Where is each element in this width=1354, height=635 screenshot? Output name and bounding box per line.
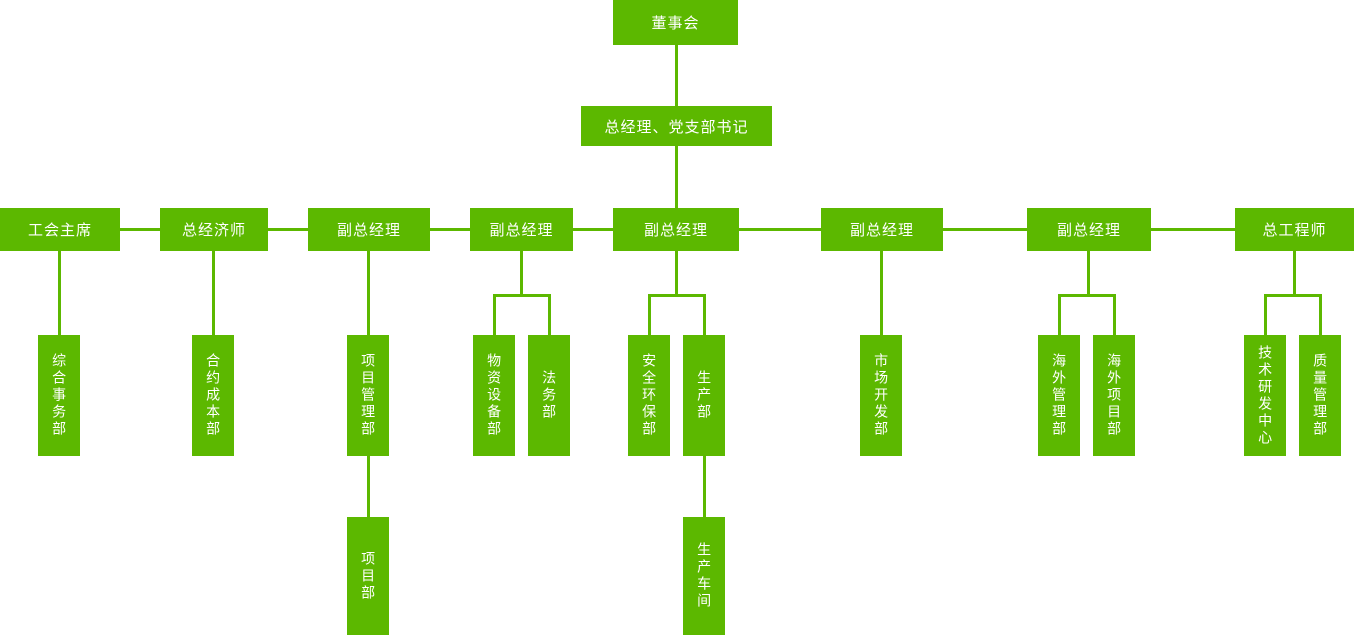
node-deputy-gm-1-label: 副总经理 — [336, 222, 401, 239]
connector-chiefeng-drop — [1293, 251, 1296, 295]
node-dept-safety-environment-label: 安全环保部 — [641, 353, 658, 438]
node-dept-overseas-project[interactable]: 海外项目部 — [1093, 335, 1135, 456]
connector-vgm2-left — [493, 294, 496, 335]
node-dept-production-label: 生产部 — [696, 370, 713, 421]
node-deputy-gm-5[interactable]: 副总经理 — [1027, 208, 1151, 251]
node-dept-project-management[interactable]: 项目管理部 — [347, 335, 389, 456]
node-dept-contract-cost-label: 合约成本部 — [205, 353, 222, 438]
node-dept-contract-cost[interactable]: 合约成本部 — [192, 335, 234, 456]
node-dept-material-equipment-label: 物资设备部 — [486, 353, 503, 438]
node-chief-economist[interactable]: 总经济师 — [160, 208, 268, 251]
connector-vgm5-right — [1113, 294, 1116, 335]
connector-vgm2-bar — [493, 294, 551, 297]
connector-vgm5-left — [1058, 294, 1061, 335]
connector-bus-seg-7 — [1151, 228, 1235, 231]
node-dept-market-development[interactable]: 市场开发部 — [860, 335, 902, 456]
node-dept-market-development-label: 市场开发部 — [873, 353, 890, 438]
connector-vgm5-bar — [1058, 294, 1116, 297]
node-chief-engineer-label: 总工程师 — [1262, 222, 1327, 239]
node-deputy-gm-3-label: 副总经理 — [643, 222, 708, 239]
node-dept-project-management-label: 项目管理部 — [360, 353, 377, 438]
node-dept-production[interactable]: 生产部 — [683, 335, 725, 456]
connector-vgm3-left — [648, 294, 651, 335]
node-unit-production-workshop-label: 生产车间 — [696, 542, 713, 610]
node-deputy-gm-4[interactable]: 副总经理 — [821, 208, 943, 251]
node-board-label: 董事会 — [651, 15, 700, 32]
node-dept-rnd-center-label: 技术研发中心 — [1257, 344, 1274, 447]
node-dept-overseas-project-label: 海外项目部 — [1106, 353, 1123, 438]
node-deputy-gm-2-label: 副总经理 — [489, 222, 554, 239]
node-dept-overseas-management[interactable]: 海外管理部 — [1038, 335, 1080, 456]
node-deputy-gm-3[interactable]: 副总经理 — [613, 208, 739, 251]
node-deputy-gm-5-label: 副总经理 — [1056, 222, 1121, 239]
node-unit-production-workshop[interactable]: 生产车间 — [683, 517, 725, 635]
node-dept-material-equipment[interactable]: 物资设备部 — [473, 335, 515, 456]
node-unit-project-team-label: 项目部 — [360, 550, 377, 602]
node-deputy-gm-4-label: 副总经理 — [849, 222, 914, 239]
node-union-chairman[interactable]: 工会主席 — [0, 208, 120, 251]
node-dept-admin[interactable]: 综合事务部 — [38, 335, 80, 456]
connector-vgm3-bar — [648, 294, 706, 297]
node-dept-admin-label: 综合事务部 — [51, 353, 68, 438]
connector-vgm5-drop — [1087, 251, 1090, 295]
node-dept-rnd-center[interactable]: 技术研发中心 — [1244, 335, 1286, 456]
connector-bus-seg-2 — [268, 228, 308, 231]
connector-vgm4-to-market — [880, 251, 883, 335]
node-dept-legal[interactable]: 法务部 — [528, 335, 570, 456]
connector-prod-to-workshop — [703, 456, 706, 518]
connector-bus-seg-1 — [120, 228, 160, 231]
connector-bus-seg-6 — [943, 228, 1027, 231]
connector-vgm2-right — [548, 294, 551, 335]
node-dept-quality-management[interactable]: 质量管理部 — [1299, 335, 1341, 456]
connector-gm-to-bus — [675, 145, 678, 209]
node-general-manager[interactable]: 总经理、党支部书记 — [581, 106, 772, 146]
node-chief-engineer[interactable]: 总工程师 — [1235, 208, 1354, 251]
connector-chiefeng-left — [1264, 294, 1267, 335]
connector-chiefeng-right — [1319, 294, 1322, 335]
connector-bus-seg-5 — [739, 228, 821, 231]
node-general-manager-label: 总经理、党支部书记 — [604, 118, 749, 136]
connector-vgm1-to-projmgmt — [367, 251, 370, 335]
connector-bus-seg-3 — [430, 228, 470, 231]
connector-vgm3-right — [703, 294, 706, 335]
connector-chiefecon-to-cost — [212, 251, 215, 335]
node-dept-quality-management-label: 质量管理部 — [1312, 353, 1329, 438]
node-chief-economist-label: 总经济师 — [181, 222, 246, 239]
node-dept-legal-label: 法务部 — [541, 370, 558, 421]
node-deputy-gm-1[interactable]: 副总经理 — [308, 208, 430, 251]
node-dept-safety-environment[interactable]: 安全环保部 — [628, 335, 670, 456]
connector-bus-seg-4 — [573, 228, 613, 231]
connector-vgm2-drop — [520, 251, 523, 295]
connector-board-to-gm — [675, 44, 678, 106]
connector-vgm3-drop — [675, 251, 678, 295]
node-dept-overseas-management-label: 海外管理部 — [1051, 353, 1068, 438]
connector-chiefeng-bar — [1264, 294, 1322, 297]
node-union-chairman-label: 工会主席 — [27, 222, 92, 239]
connector-union-to-admin — [58, 251, 61, 335]
connector-projmgmt-to-proj — [367, 456, 370, 518]
node-deputy-gm-2[interactable]: 副总经理 — [470, 208, 573, 251]
node-board[interactable]: 董事会 — [613, 0, 738, 45]
node-unit-project-team[interactable]: 项目部 — [347, 517, 389, 635]
